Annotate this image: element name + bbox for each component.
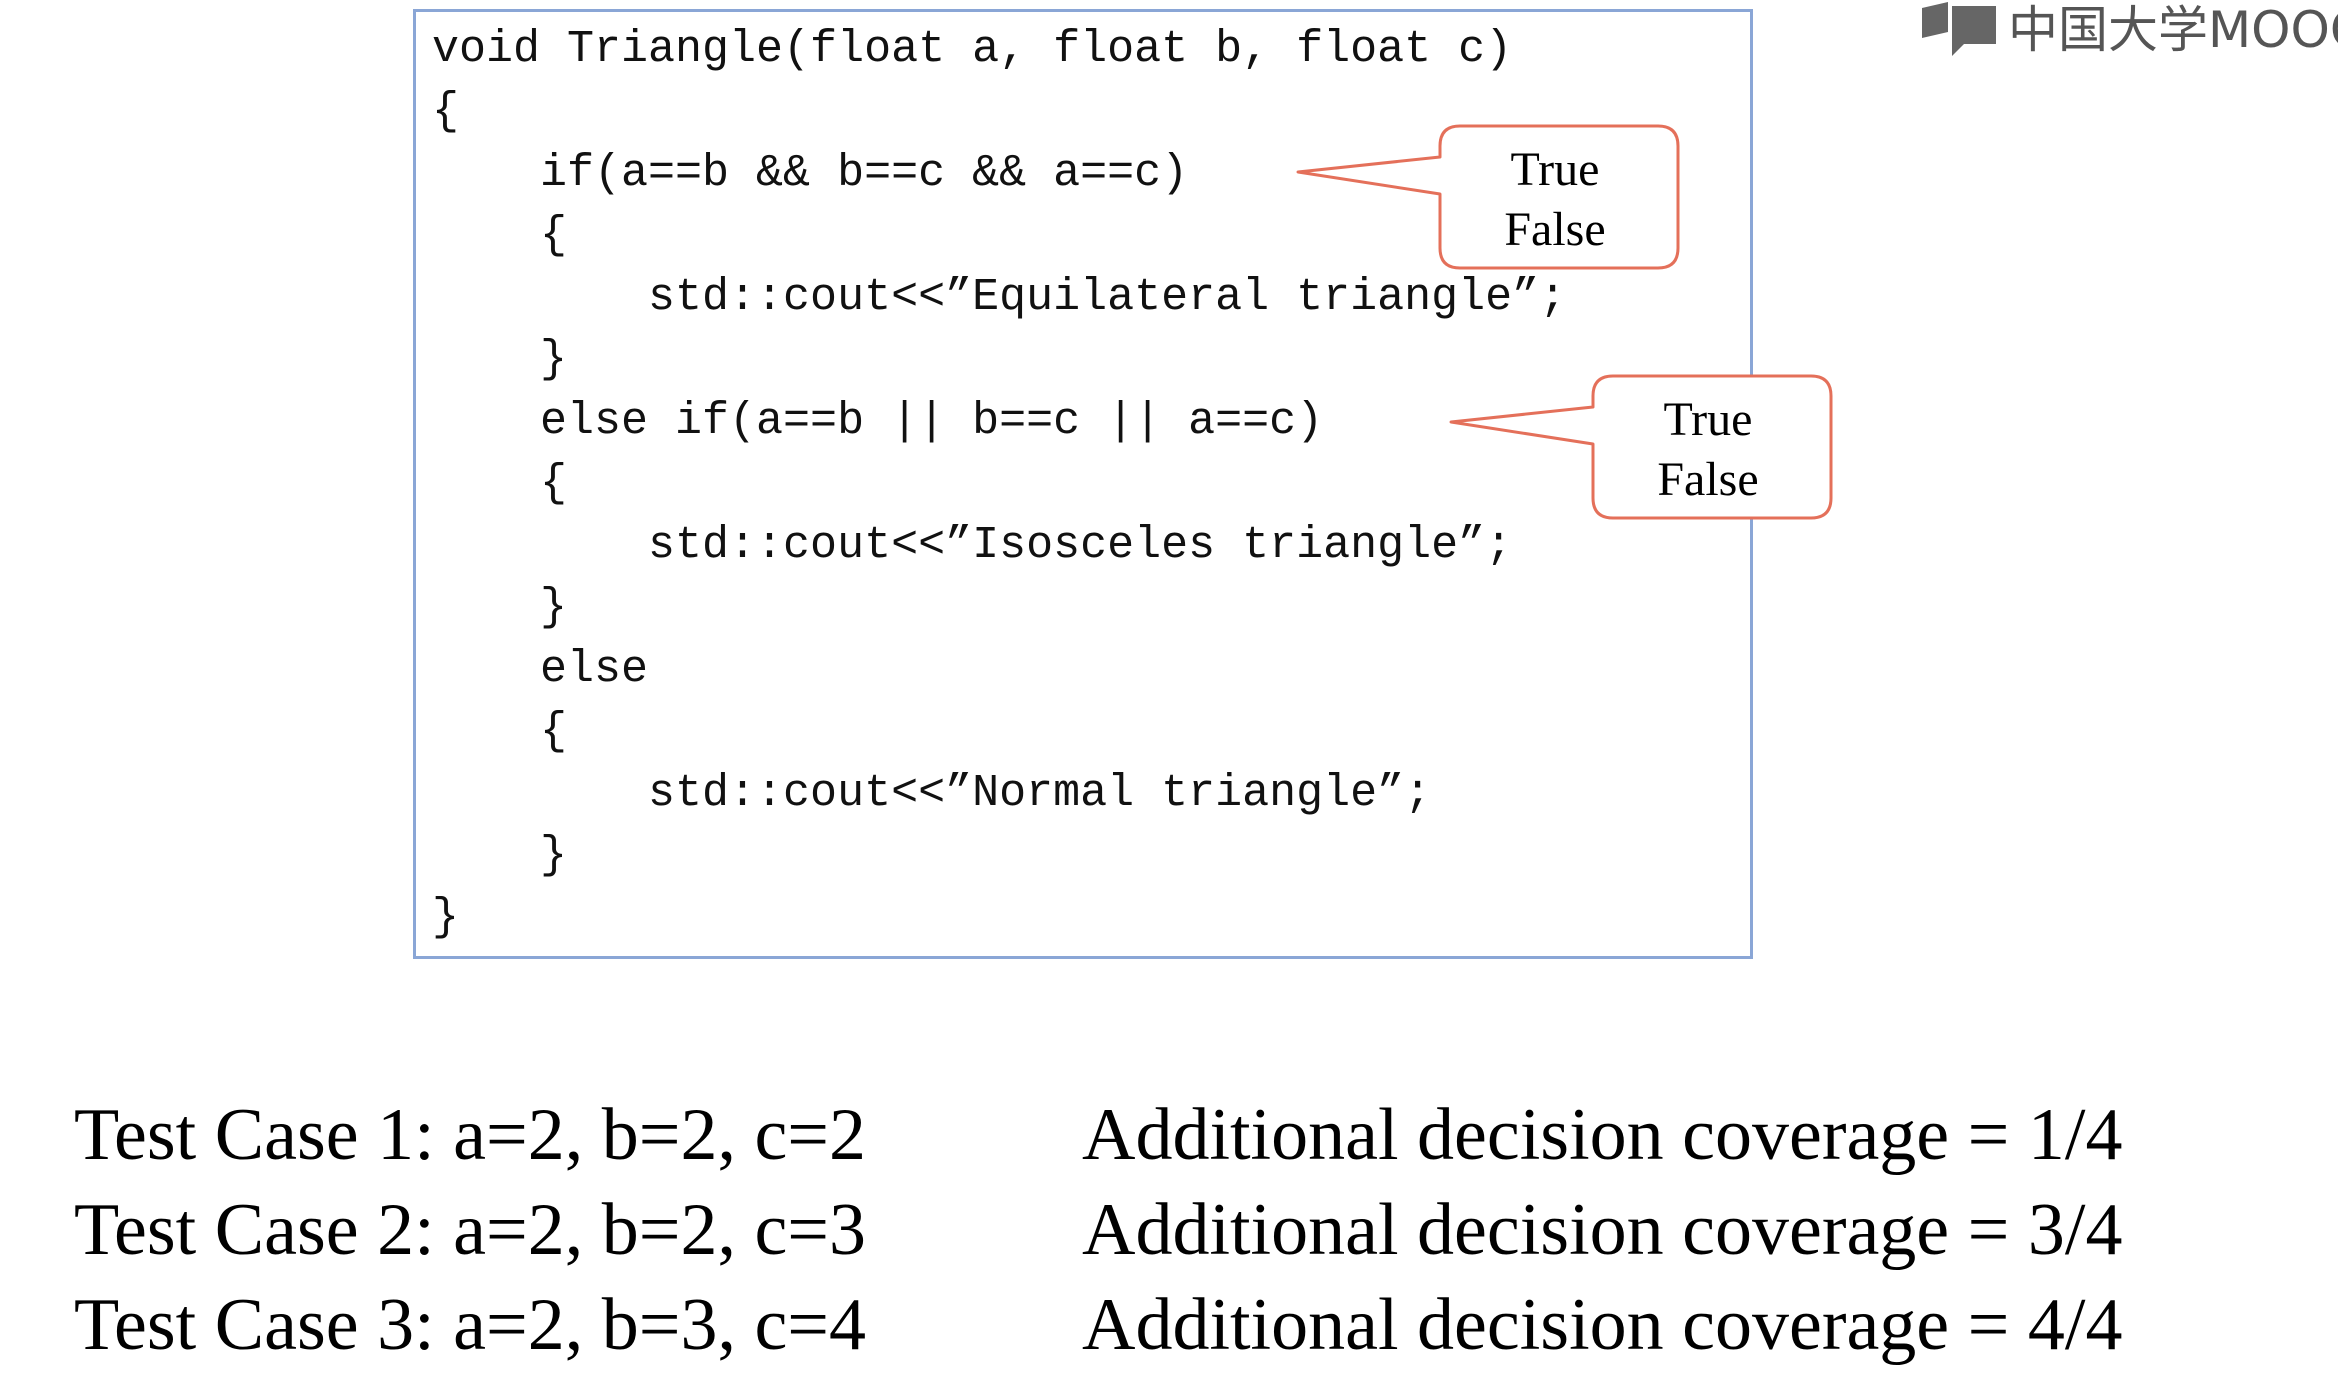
callout-2-true-label: True	[1663, 393, 1753, 446]
coverage-1: Additional decision coverage = 1/4	[1082, 1094, 2123, 1176]
test-case-2: Test Case 2: a=2, b=2, c=3	[74, 1189, 867, 1271]
test-case-3: Test Case 3: a=2, b=3, c=4	[74, 1284, 867, 1366]
code-line: else	[432, 644, 649, 695]
code-line: }	[432, 892, 460, 943]
code-line: std::cout<<”Normal triangle”;	[432, 768, 1432, 819]
callout-1-true-label: True	[1510, 143, 1600, 196]
code-line: }	[432, 582, 568, 633]
callout-1-false-label: False	[1504, 203, 1606, 256]
code-line: {	[432, 706, 568, 757]
code-line: void Triangle(float a, float b, float c)	[432, 24, 1513, 75]
test-case-1: Test Case 1: a=2, b=2, c=2	[74, 1094, 867, 1176]
code-line: }	[432, 830, 568, 881]
code-line: {	[432, 210, 568, 261]
code-line: std::cout<<”Equilateral triangle”;	[432, 272, 1567, 323]
code-line: {	[432, 86, 460, 137]
callout-2-false-label: False	[1657, 453, 1759, 506]
logo-text: 中国大学MOOC	[2008, 1, 2338, 59]
code-line: {	[432, 458, 568, 509]
code-line: else if(a==b || b==c || a==c)	[432, 396, 1324, 447]
coverage-3: Additional decision coverage = 4/4	[1082, 1284, 2123, 1366]
code-line: }	[432, 334, 568, 385]
mooc-logo-icon	[1922, 2, 1996, 56]
watermark-logo: 中国大学MOOC	[1918, 0, 2338, 60]
coverage-2: Additional decision coverage = 3/4	[1082, 1189, 2123, 1271]
code-line: std::cout<<”Isosceles triangle”;	[432, 520, 1513, 571]
code-line: if(a==b && b==c && a==c)	[432, 148, 1189, 199]
